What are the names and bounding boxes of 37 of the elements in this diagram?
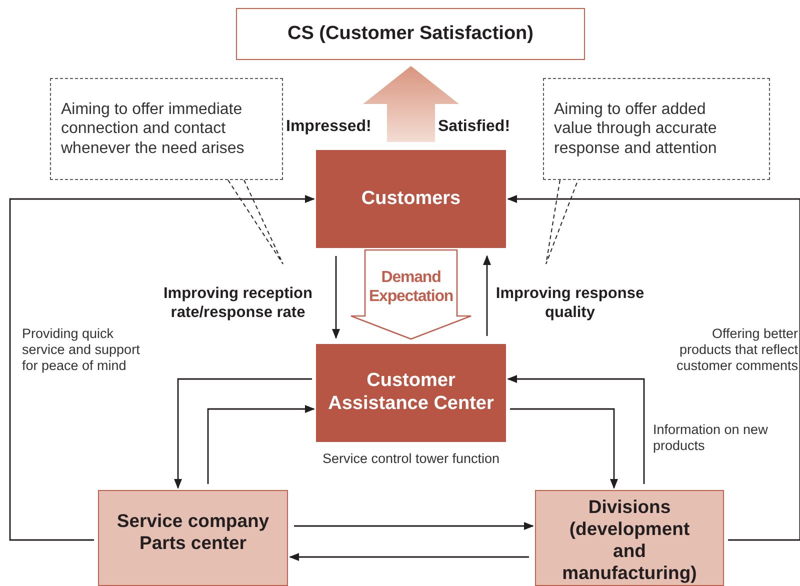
process-box	[535, 490, 724, 586]
callout-box	[543, 78, 770, 180]
leader-line	[546, 180, 578, 264]
arrow	[510, 408, 618, 489]
arrow	[174, 378, 312, 489]
arrow-caption: Satisfied!	[438, 117, 510, 136]
node-caption: Service control tower function	[321, 451, 501, 468]
node-label: Customer Assistance Center	[327, 370, 495, 416]
arrow	[507, 375, 645, 484]
edge-label: Providing quick service and support for peace of mind	[22, 326, 141, 375]
arrow-caption: Impressed!	[286, 117, 372, 136]
edge-label: Improving response quality	[494, 285, 646, 322]
block-arrow	[363, 66, 459, 142]
process-box	[316, 150, 506, 248]
hollow-arrow-shape	[351, 250, 471, 340]
goal-box	[236, 8, 585, 60]
arrow	[483, 255, 491, 336]
node-label: CS (Customer Satisfaction)	[288, 22, 534, 46]
node-label: Service company Parts center	[116, 510, 270, 554]
edge-label: Information on new products	[653, 422, 769, 454]
node-label: Demand Expectation	[368, 268, 454, 306]
arrow	[332, 256, 340, 339]
arrow	[507, 195, 800, 541]
arrow	[294, 522, 534, 530]
arrow	[9, 195, 315, 541]
process-box	[316, 344, 506, 442]
leader-line	[228, 180, 284, 264]
edge-label: Offering better products that reflect customer comments	[675, 326, 798, 375]
callout-text: Aiming to offer added value through accurate response and attention	[554, 100, 718, 158]
process-box	[98, 490, 288, 586]
callout-box	[50, 78, 283, 180]
node-label: Divisions (development and manufacturing)	[561, 496, 698, 584]
node-label: Customers	[360, 188, 462, 210]
edge-label: Improving reception rate/response rate	[162, 285, 314, 322]
arrow	[207, 405, 315, 484]
arrow	[289, 553, 529, 561]
callout-text: Aiming to offer immediate connection and contact whenever the need arises	[61, 100, 246, 158]
